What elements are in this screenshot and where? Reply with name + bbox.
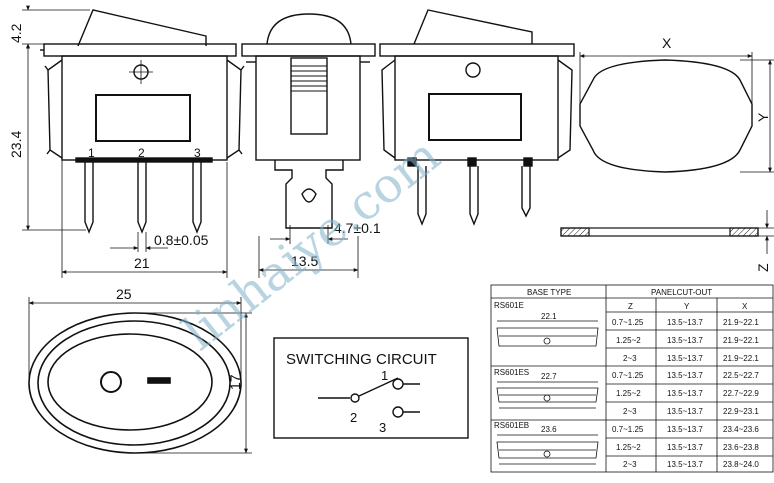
cell: 13.5~13.7 — [667, 389, 703, 398]
cell: 13.5~13.7 — [667, 407, 703, 416]
bottom-dimensions — [28, 297, 252, 454]
cell: 0.7~1.25 — [612, 318, 644, 327]
cell: 13.5~13.7 — [667, 336, 703, 345]
cell: 22.9~23.1 — [723, 407, 759, 416]
cell: 0.7~1.25 — [612, 371, 644, 380]
dim-side-width: 13.5 — [291, 253, 318, 269]
side-actuator — [266, 13, 352, 45]
dim-panel-y: Y — [755, 112, 771, 122]
base-profile-icon — [496, 320, 599, 347]
cell: 13.5~13.7 — [667, 318, 703, 327]
pin-labels: 1 2 3 — [88, 146, 201, 160]
table-col-y: Y — [684, 302, 690, 311]
cell: 21.9~22.1 — [723, 354, 759, 363]
cell: 13.5~13.7 — [667, 425, 703, 434]
circuit-label-3: 3 — [379, 420, 386, 435]
dim-bottom-height: 17 — [227, 374, 243, 390]
front-view — [40, 9, 245, 234]
cell: 0.7~1.25 — [612, 425, 644, 434]
dim-pin-pitch: 0.8±0.05 — [154, 232, 209, 248]
base-profile-icon — [496, 381, 599, 409]
table-col-z: Z — [628, 302, 633, 311]
dim-body-height: 23.4 — [8, 131, 24, 158]
cell: 1.25~2 — [616, 389, 641, 398]
lamp-window — [95, 94, 191, 142]
cell: 13.5~13.7 — [667, 443, 703, 452]
panel-plate — [560, 210, 774, 254]
pin-label-3: 3 — [194, 146, 201, 160]
panel-cutout — [579, 59, 753, 173]
cell: 23.6~23.8 — [723, 443, 759, 452]
cell: 2~3 — [623, 354, 637, 363]
panel-dimensions — [579, 52, 774, 173]
cell: 22.5~22.7 — [723, 371, 759, 380]
group-dim: 22.1 — [541, 312, 557, 321]
cell: 13.5~13.7 — [667, 371, 703, 380]
cell: 23.8~24.0 — [723, 460, 759, 469]
cutout-shape — [579, 59, 753, 173]
base-profile-icon — [496, 434, 599, 465]
cell: 21.9~22.1 — [723, 318, 759, 327]
cell: 2~3 — [623, 460, 637, 469]
pin-label-2: 2 — [138, 146, 145, 160]
circuit-label-1: 1 — [381, 368, 388, 383]
group-dim: 22.7 — [541, 372, 557, 381]
cell: 23.4~23.6 — [723, 425, 759, 434]
dim-width-21: 21 — [134, 255, 150, 271]
cell: 1.25~2 — [616, 443, 641, 452]
cell: 13.5~13.7 — [667, 460, 703, 469]
table-header-panel: PANELCUT-OUT — [651, 288, 712, 297]
dim-top-height: 4.2 — [8, 23, 24, 43]
cell: 21.9~22.1 — [723, 336, 759, 345]
side-dimensions — [258, 225, 359, 278]
pin-label-1: 1 — [88, 146, 95, 160]
group-name: RS601EB — [494, 421, 529, 430]
circuit-label-2: 2 — [350, 410, 357, 425]
back-view — [379, 9, 575, 226]
spec-table: BASE TYPE PANELCUT-OUT Z Y X RS601E 22.1… — [490, 284, 774, 473]
group-dim: 23.6 — [541, 425, 557, 434]
table-header-base: BASE TYPE — [527, 288, 571, 297]
left-dimensions — [22, 5, 228, 278]
watermark: linhaiye.com — [173, 127, 451, 361]
rocker-actuator — [77, 9, 207, 47]
cell: 13.5~13.7 — [667, 354, 703, 363]
dim-panel-z: Z — [755, 263, 771, 272]
cell: 2~3 — [623, 407, 637, 416]
switching-title: SWITCHING CIRCUIT — [286, 351, 437, 368]
group-name: RS601E — [494, 301, 524, 310]
cell: 1.25~2 — [616, 336, 641, 345]
table-col-x: X — [742, 302, 748, 311]
dim-bottom-width: 25 — [116, 286, 132, 302]
dim-panel-x: X — [662, 35, 672, 51]
side-view — [241, 13, 376, 229]
cell: 22.7~22.9 — [723, 389, 759, 398]
group-name: RS601ES — [494, 368, 529, 377]
switching-circuit: SWITCHING CIRCUIT 1 2 3 — [273, 337, 469, 439]
dim-terminal: 4.7±0.1 — [334, 220, 381, 236]
